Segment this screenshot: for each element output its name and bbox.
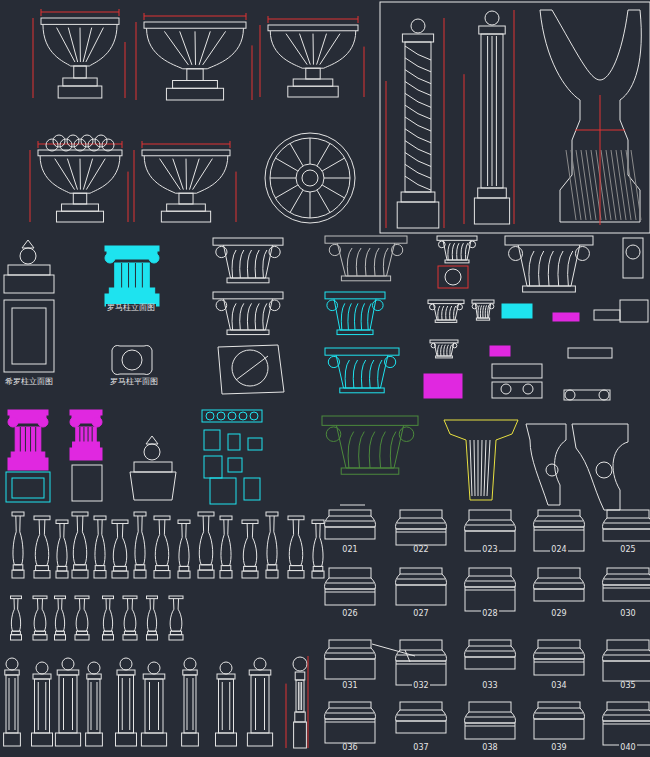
item-number: 031 (341, 682, 358, 691)
item-number: 036 (341, 744, 358, 753)
drawing-title: 希罗柱立面图 (4, 378, 54, 387)
item-number: 039 (550, 744, 567, 753)
item-number: 026 (341, 610, 358, 619)
item-number: 030 (619, 610, 636, 619)
item-number: 023 (481, 546, 498, 555)
drawing-title: 罗马柱立面图 (106, 304, 156, 313)
item-number: 037 (412, 744, 429, 753)
item-number: 021 (341, 546, 358, 555)
item-number: 022 (412, 546, 429, 555)
item-number: 028 (481, 610, 498, 619)
drawing-title: 罗马柱平面图 (109, 378, 159, 387)
item-number: 035 (619, 682, 636, 691)
item-number: 040 (619, 744, 636, 753)
item-number: 025 (619, 546, 636, 555)
item-number: 034 (550, 682, 567, 691)
item-number: 027 (412, 610, 429, 619)
item-number: 032 (412, 682, 429, 691)
item-number: 029 (550, 610, 567, 619)
item-number: 033 (481, 682, 498, 691)
item-number: 024 (550, 546, 567, 555)
item-number: 038 (481, 744, 498, 753)
